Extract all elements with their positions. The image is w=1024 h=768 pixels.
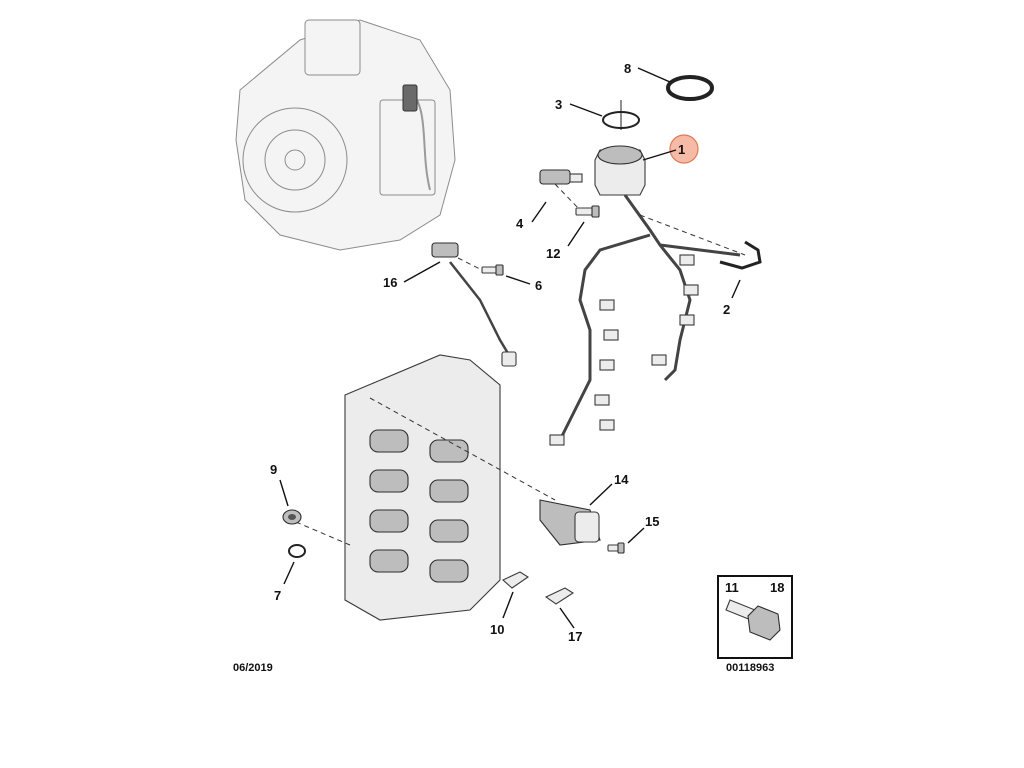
callout-15: 15	[645, 514, 659, 529]
callout-9: 9	[270, 462, 277, 477]
callout-8: 8	[624, 61, 631, 76]
callout-7: 7	[274, 588, 281, 603]
leader-15	[627, 527, 645, 544]
highlight-marker	[669, 134, 699, 164]
leader-4	[531, 201, 547, 223]
inset-label-left: 11	[725, 580, 739, 595]
sensor-part	[539, 169, 583, 185]
bolt-12-part	[575, 205, 600, 218]
leader-1	[642, 149, 677, 161]
leader-16	[403, 261, 441, 283]
leader-8	[637, 67, 671, 83]
bolt-illustration	[725, 599, 781, 641]
leader-7	[283, 561, 295, 585]
inset-label-right: 18	[770, 580, 784, 595]
callout-10: 10	[490, 622, 504, 637]
leader-6	[505, 275, 531, 285]
clip-10-part	[502, 571, 530, 589]
leader-2	[731, 279, 741, 299]
callout-16: 16	[383, 275, 397, 290]
callout-17: 17	[568, 629, 582, 644]
callout-14: 14	[614, 472, 629, 487]
callout-12: 12	[546, 246, 560, 261]
clip-part	[719, 240, 762, 270]
callout-2: 2	[723, 302, 730, 317]
callout-4: 4	[516, 216, 524, 231]
wiring-harness-part	[549, 145, 741, 446]
washer-7-part	[288, 544, 306, 558]
leader-14	[589, 483, 613, 506]
clip-17-part	[544, 587, 575, 605]
leader-9	[279, 479, 289, 507]
diagram-date: 06/2019	[233, 662, 273, 674]
o-ring-large-part	[666, 75, 714, 101]
seal-9-part	[282, 509, 302, 525]
transmission-housing-illustration	[235, 19, 456, 251]
callout-1: 1	[678, 142, 685, 157]
callout-3: 3	[555, 97, 562, 112]
diagram-reference: 00118963	[726, 662, 774, 674]
leader-3	[569, 103, 603, 117]
leader-17	[559, 607, 575, 629]
bolt-6-part	[481, 264, 504, 276]
callout-6: 6	[535, 278, 542, 293]
leader-12	[567, 221, 585, 247]
bolt-15-part	[607, 542, 625, 554]
valve-body-illustration	[344, 354, 501, 621]
inset-bolt-box: 11 18	[717, 575, 793, 659]
speed-sensor-part	[431, 242, 517, 367]
solenoid-part	[539, 499, 601, 546]
leader-10	[502, 591, 514, 619]
o-ring-small-part	[602, 100, 640, 130]
